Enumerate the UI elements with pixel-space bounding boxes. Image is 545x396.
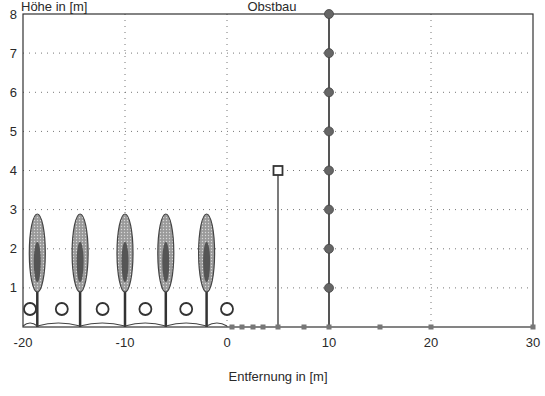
tick-label: 6 xyxy=(10,86,17,99)
tick-label: 7 xyxy=(10,47,17,60)
axis-title: Höhe in [m] xyxy=(21,0,87,13)
mast xyxy=(274,166,283,327)
chart-title: Obstbau xyxy=(247,0,296,13)
tick-label: 20 xyxy=(424,336,438,349)
tick-label: 4 xyxy=(10,164,17,177)
circle-markers xyxy=(24,303,233,315)
tick-label: 3 xyxy=(10,203,17,216)
tick-label: 5 xyxy=(10,125,17,138)
tick-label: -20 xyxy=(14,336,33,349)
tick-label: 0 xyxy=(223,336,230,349)
measurement-profile xyxy=(325,10,334,328)
plot-frame xyxy=(23,14,533,327)
axis-title: Entfernung in [m] xyxy=(229,370,328,383)
fruit-trees xyxy=(23,214,227,327)
tick-label: 1 xyxy=(10,281,17,294)
grid-lines xyxy=(23,14,533,327)
tick-label: -10 xyxy=(116,336,135,349)
tick-label: 8 xyxy=(10,8,17,21)
tick-label: 10 xyxy=(322,336,336,349)
tick-label: 2 xyxy=(10,242,17,255)
ground-markers xyxy=(230,325,536,330)
tick-label: 30 xyxy=(526,336,540,349)
